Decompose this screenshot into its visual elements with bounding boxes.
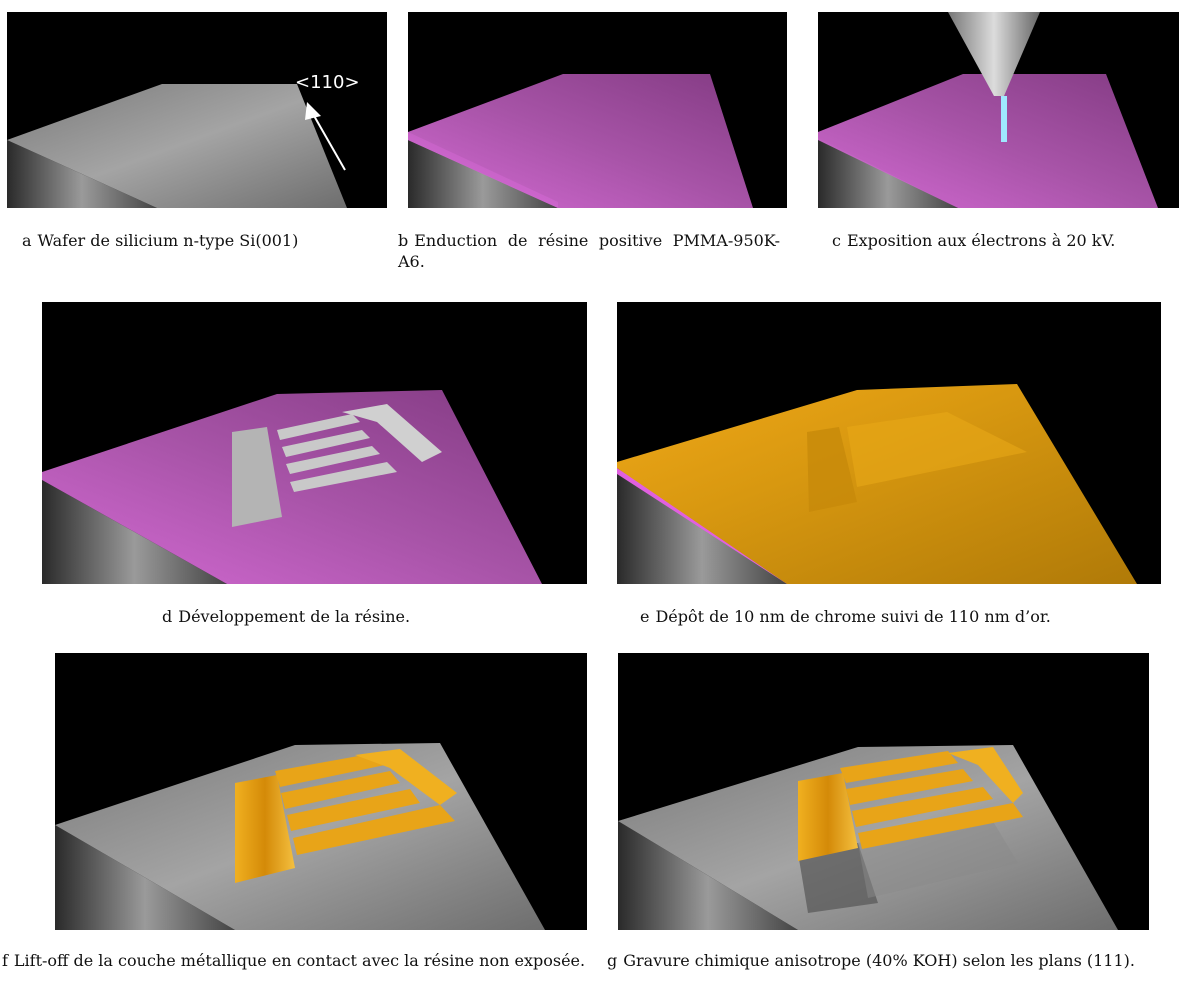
resist-top (818, 74, 1158, 208)
gold-right-arm (948, 747, 1023, 803)
trench-bar (286, 446, 380, 474)
electron-beam (1001, 96, 1007, 142)
panel-c-exposure (818, 12, 1179, 208)
resist-top (408, 74, 753, 208)
panel-e-metal-deposition (617, 302, 1161, 584)
trench-right-arm (342, 404, 442, 462)
gold-imprint-bars (847, 412, 1027, 487)
gold-bar (858, 803, 1023, 849)
gold-bar (281, 771, 400, 809)
gold-bar (293, 805, 455, 855)
etched-shadow (798, 843, 878, 913)
direction-arrow (312, 113, 346, 171)
crystal-direction-label: <110> (295, 72, 360, 93)
gold-bar (287, 789, 420, 831)
panel-b-resist-coating (408, 12, 787, 208)
panel-f-lift-off (55, 653, 587, 930)
panel-g-koh-etch (618, 653, 1149, 930)
gold-bar (275, 753, 385, 787)
trench-bar (277, 414, 360, 440)
gold-imprint-left (807, 427, 857, 512)
gold-right-arm (355, 749, 457, 805)
gold-left-bar (235, 775, 295, 883)
gold-top (617, 384, 1137, 584)
panel-d-development (42, 302, 587, 584)
panel-a-wafer: <110> (7, 12, 387, 208)
gold-left-bar (798, 773, 858, 861)
gold-bar (846, 769, 973, 805)
trench-bar (290, 462, 397, 492)
trench-left-bar (232, 427, 282, 527)
gold-bar (840, 751, 958, 783)
silicon-top (7, 84, 347, 208)
trench-bar (282, 430, 370, 457)
electron-gun-cone (948, 12, 1040, 96)
arrow-head-icon (305, 102, 321, 120)
gold-bar (852, 787, 993, 827)
